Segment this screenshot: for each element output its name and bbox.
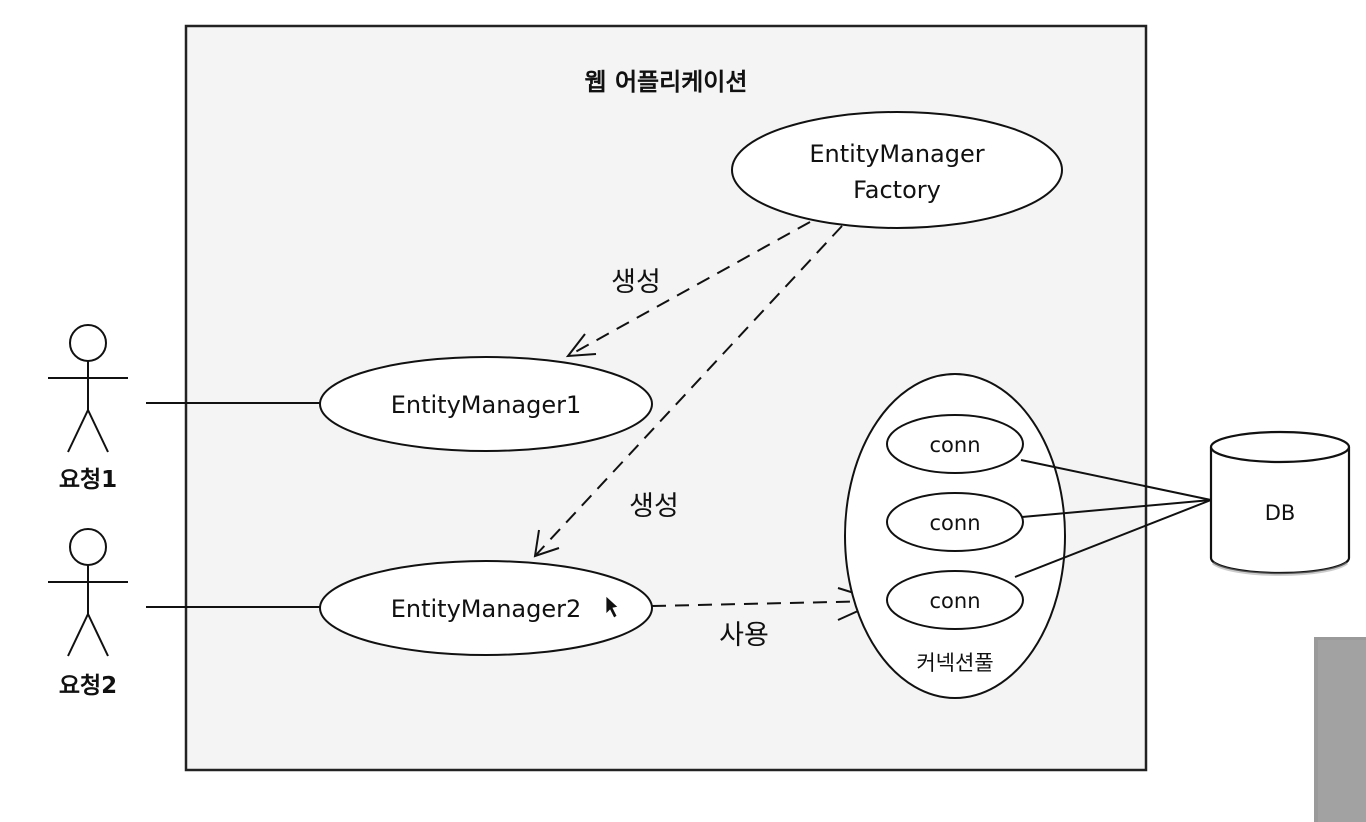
use-label: 사용: [719, 620, 769, 651]
container-title: 웹 어플리케이션: [585, 68, 748, 96]
create-arrow-2-head: [533, 529, 560, 558]
create-arrow-2-line: [534, 225, 843, 557]
conn-db-link-1: [1020, 459, 1212, 501]
connection-pool-label: 커넥션풀: [916, 651, 993, 675]
create-arrow-1-head: [565, 333, 597, 358]
use-arrow-line: [651, 600, 881, 607]
side-gray-panel-texture: [1318, 640, 1366, 822]
database-label: DB: [1265, 501, 1296, 525]
factory-label-line1: EntityManager: [809, 140, 984, 168]
actor-1-icon: [48, 324, 128, 453]
connection-label-2: conn: [929, 511, 980, 535]
entity-manager-1-label: EntityManager1: [391, 391, 582, 419]
database-icon: [1209, 430, 1351, 576]
create-label-2: 생성: [629, 491, 679, 522]
factory-label-line2: Factory: [853, 176, 941, 204]
actor-1-label: 요청1: [59, 467, 117, 493]
mouse-pointer-icon: [605, 595, 619, 619]
conn-db-link-3: [1014, 499, 1212, 578]
create-arrow-1-line: [567, 221, 811, 357]
connection-label-3: conn: [929, 589, 980, 613]
actor-2-label: 요청2: [59, 673, 117, 699]
actor-2-icon: [48, 528, 128, 657]
connection-label-1: conn: [929, 433, 980, 457]
entity-manager-factory-node: [731, 111, 1063, 229]
connection-node-1: [886, 414, 1024, 474]
connection-node-3: [886, 570, 1024, 630]
entity-manager-2-label: EntityManager2: [391, 595, 582, 623]
conn-db-link-2: [1021, 499, 1212, 518]
create-label-1: 생성: [611, 267, 661, 298]
connection-node-2: [886, 492, 1024, 552]
